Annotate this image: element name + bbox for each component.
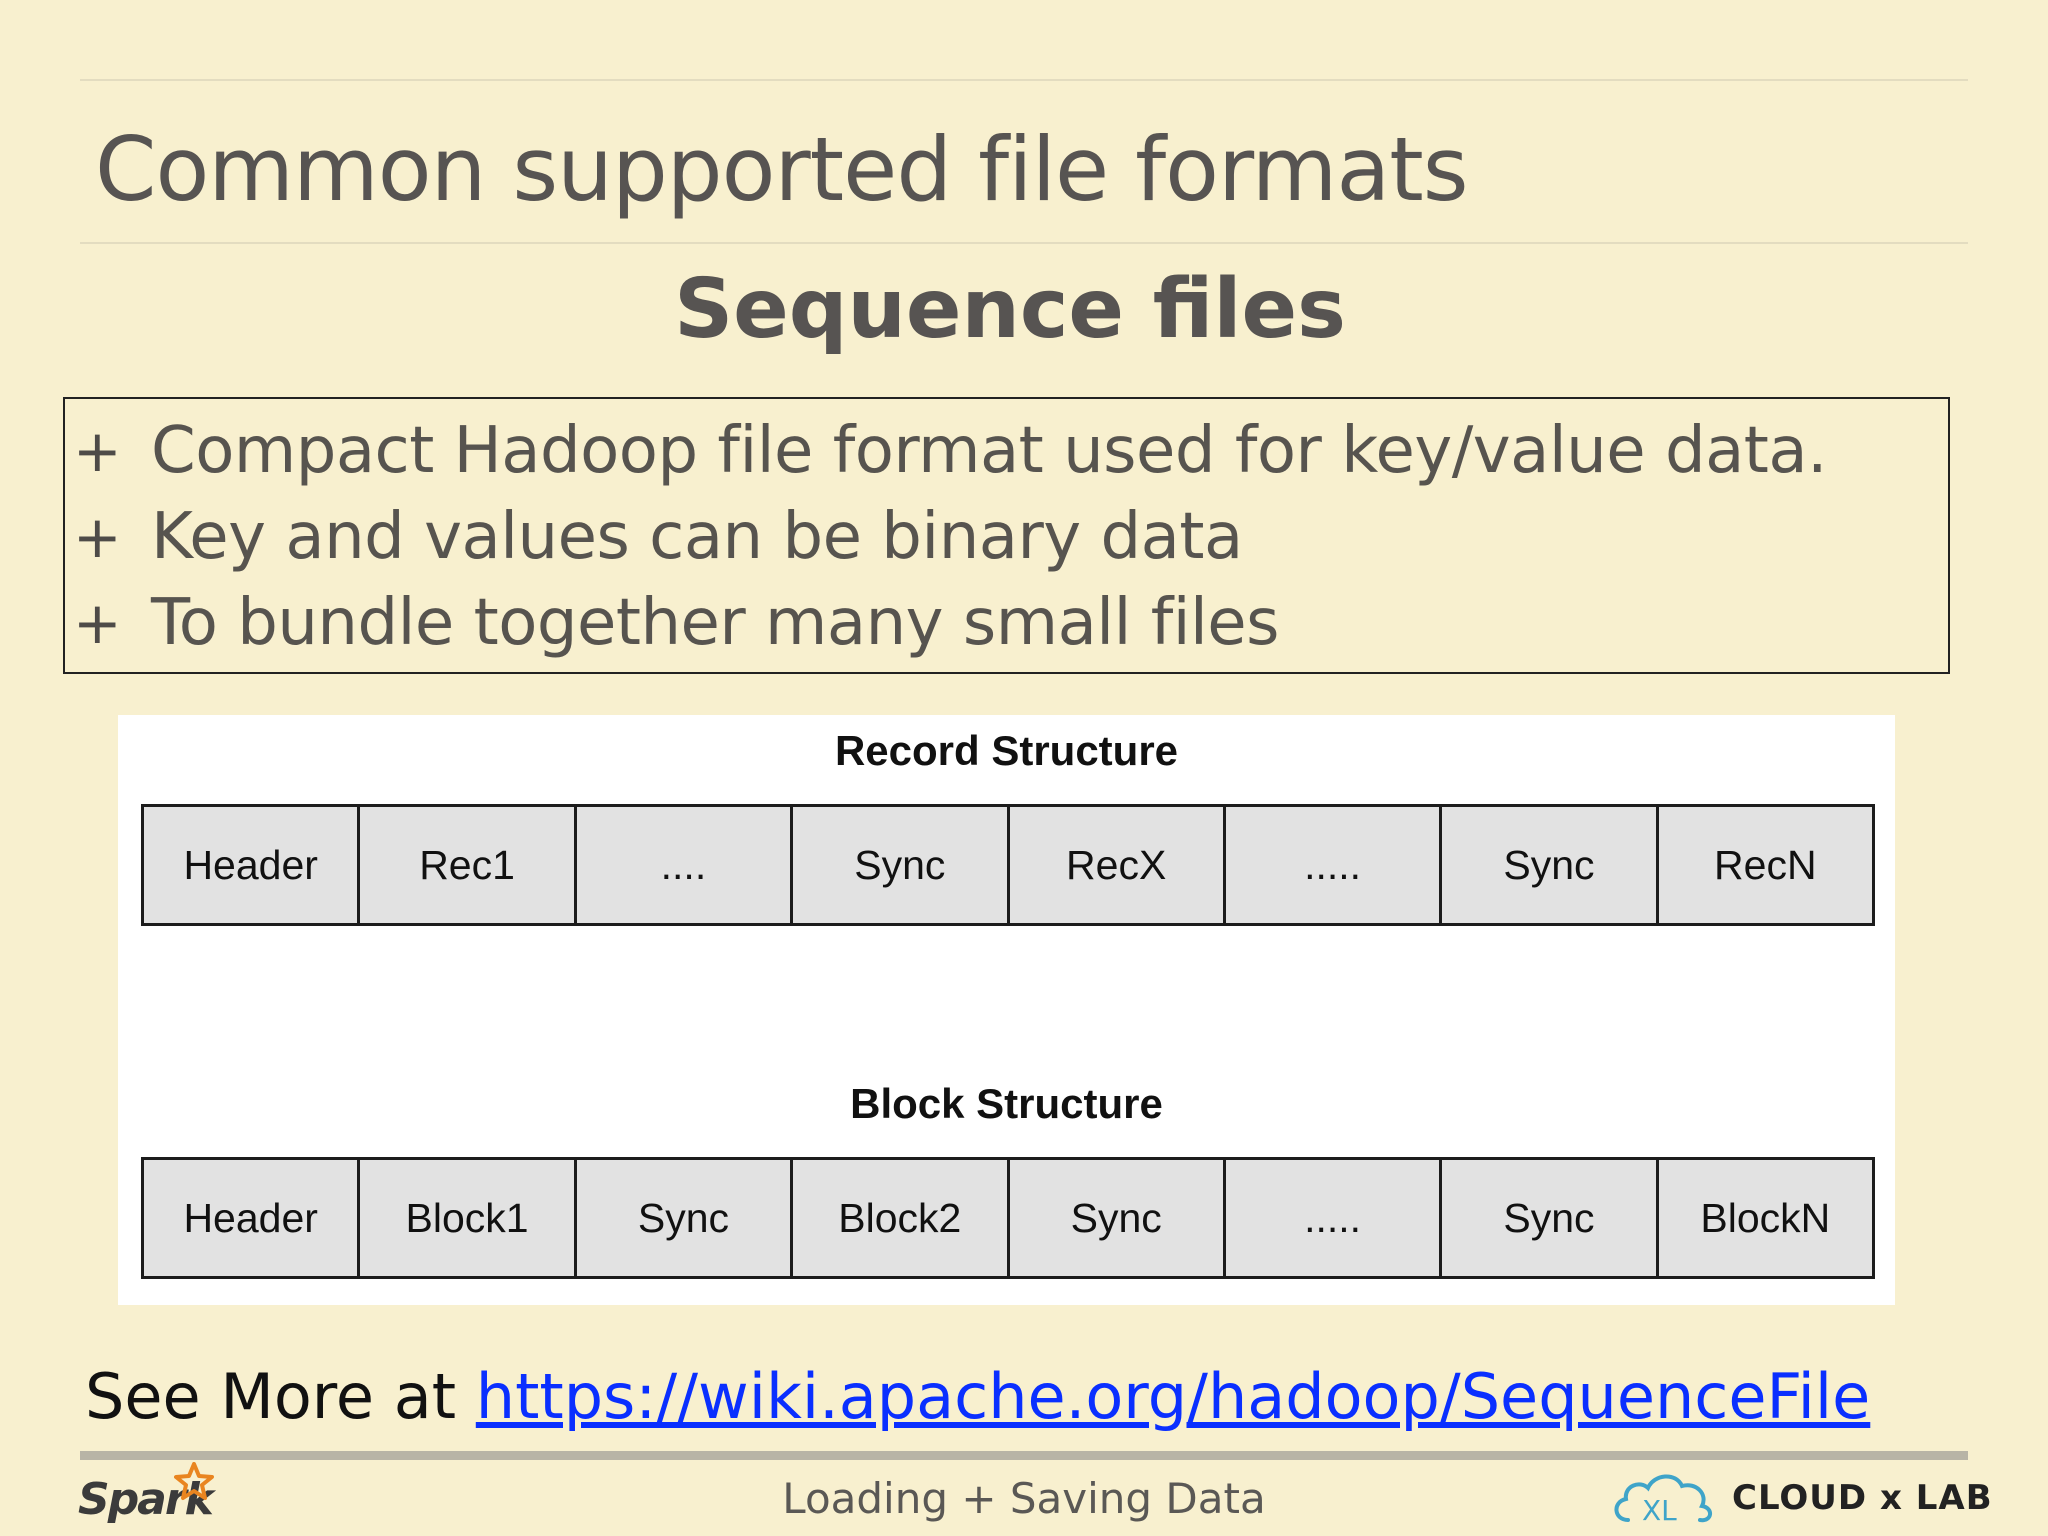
slide-title: Common supported file formats	[95, 118, 1469, 221]
bullet-list-box: + Compact Hadoop file format used for ke…	[63, 397, 1950, 674]
footer-rule	[80, 1451, 1968, 1460]
record-cell-ellipsis: ....	[576, 807, 794, 923]
spark-logo: Spark	[78, 1462, 228, 1532]
bullet-text: To bundle together many small files	[151, 586, 1280, 660]
block-cell-sync: Sync	[1009, 1160, 1226, 1276]
title-underline-rule	[80, 242, 1968, 244]
spark-logo-text: Spark	[78, 1474, 214, 1525]
block-structure-title: Block Structure	[850, 1080, 1163, 1127]
block-cell-header: Header	[144, 1160, 361, 1276]
bullet-item: + Compact Hadoop file format used for ke…	[73, 411, 1827, 491]
bullet-text: Key and values can be binary data	[151, 500, 1243, 574]
top-rule	[80, 79, 1968, 81]
spark-star-icon	[174, 1462, 214, 1500]
footer-section-title: Loading + Saving Data	[782, 1474, 1266, 1523]
plus-bullet-icon: +	[73, 503, 122, 571]
cloudxlab-logo: XL CLOUD x LAB	[1610, 1468, 1992, 1528]
sequencefile-wiki-link[interactable]: https://wiki.apache.org/hadoop/SequenceF…	[475, 1360, 1871, 1433]
block-cell-sync: Sync	[1442, 1160, 1659, 1276]
see-more-prefix: See More at	[85, 1360, 476, 1433]
bullet-item: + To bundle together many small files	[73, 583, 1280, 663]
cloud-icon-label: XL	[1642, 1494, 1677, 1527]
block-cell-blockn: BlockN	[1658, 1160, 1872, 1276]
sequence-file-structure-diagram: Record Structure Header Rec1 .... Sync R…	[118, 715, 1895, 1305]
record-cell-ellipsis: .....	[1225, 807, 1443, 923]
block-cell-block2: Block2	[793, 1160, 1010, 1276]
block-cell-block1: Block1	[360, 1160, 577, 1276]
cloud-icon: XL	[1614, 1474, 1712, 1527]
bullet-item: + Key and values can be binary data	[73, 497, 1243, 577]
plus-bullet-icon: +	[73, 417, 122, 485]
record-cell-sync: Sync	[1442, 807, 1659, 923]
slide-subtitle: Sequence files	[674, 262, 1346, 357]
see-more-line: See More at https://wiki.apache.org/hado…	[85, 1360, 1870, 1433]
record-cell-rec1: Rec1	[360, 807, 577, 923]
cloudxlab-logo-text: CLOUD x LAB	[1732, 1478, 1993, 1518]
record-cell-header: Header	[144, 807, 361, 923]
block-cell-ellipsis: .....	[1225, 1160, 1443, 1276]
record-cell-recx: RecX	[1009, 807, 1226, 923]
record-cell-recn: RecN	[1658, 807, 1872, 923]
record-cell-sync: Sync	[793, 807, 1010, 923]
block-structure-row: Header Block1 Sync Block2 Sync ..... Syn…	[141, 1157, 1875, 1279]
plus-bullet-icon: +	[73, 589, 122, 657]
block-cell-sync: Sync	[576, 1160, 794, 1276]
bullet-text: Compact Hadoop file format used for key/…	[151, 414, 1827, 488]
record-structure-title: Record Structure	[834, 727, 1179, 774]
record-structure-row: Header Rec1 .... Sync RecX ..... Sync Re…	[141, 804, 1875, 926]
